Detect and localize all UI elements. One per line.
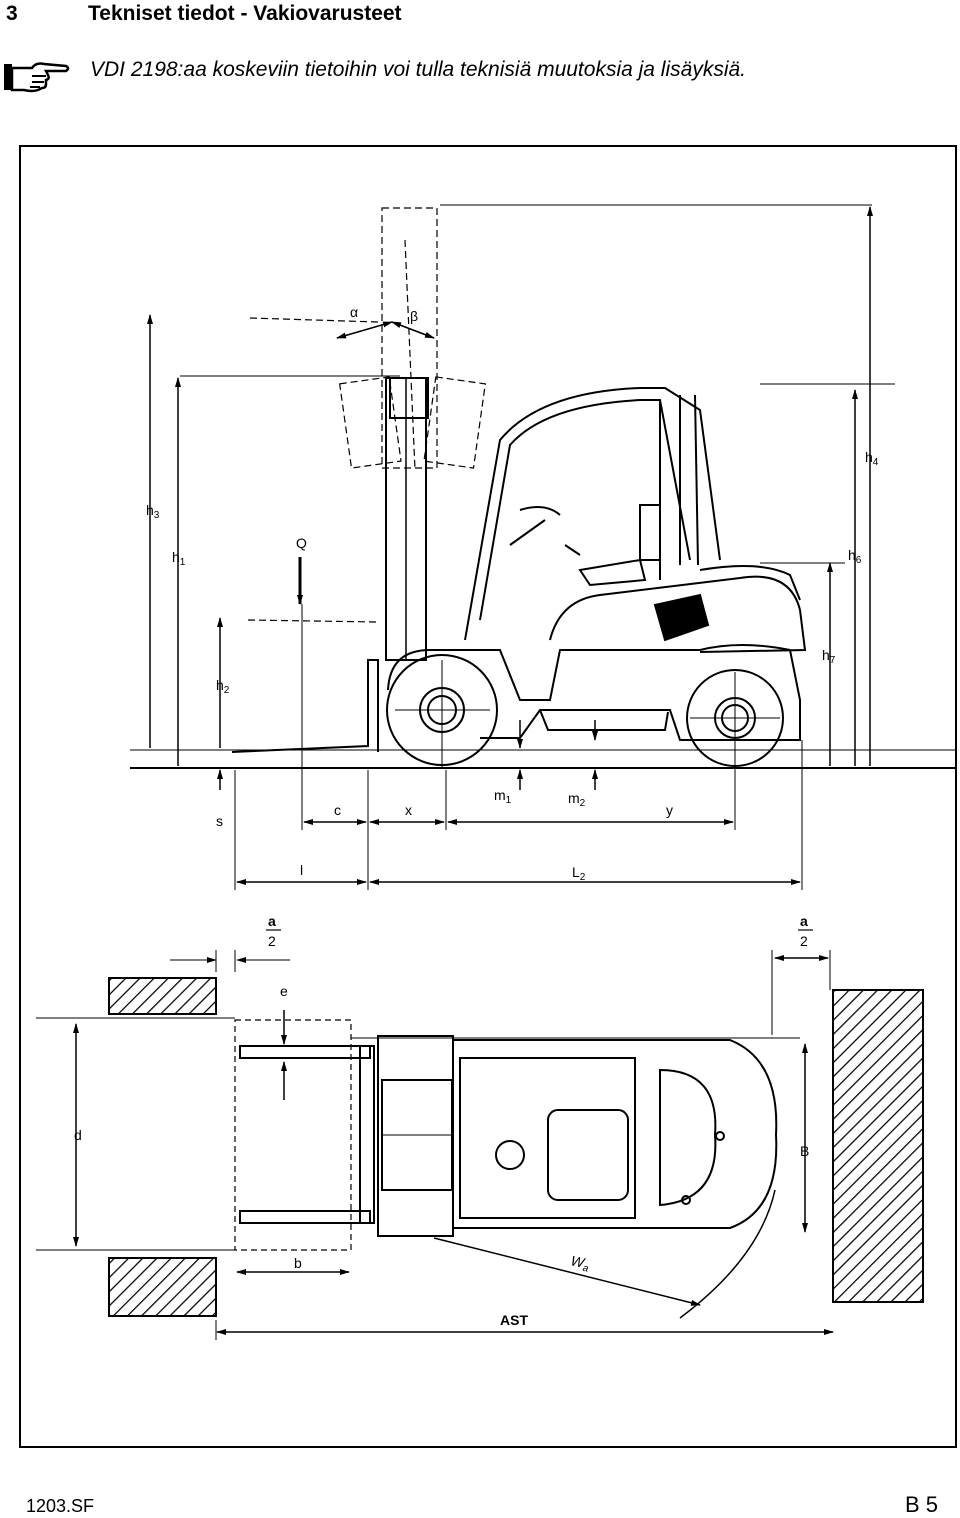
side-view-labels: h3 h1 h2 h4 h6 h7 Q α β s c x m1 m2 y l … [146,304,879,883]
label-beta: β [410,308,418,324]
label-B: B [800,1143,809,1159]
label-alpha: α [350,304,358,320]
label-q: Q [296,535,307,551]
label-L2: L2 [572,864,586,883]
side-view [130,204,955,890]
label-e: e [280,983,288,999]
fork-tines-top [239,1045,375,1224]
mast [385,377,429,661]
label-h4: h4 [865,449,879,468]
label-h3: h3 [146,502,160,521]
chassis [387,644,801,741]
label-a-half-left-num: a [268,913,276,929]
drawing-frame [19,145,957,1448]
label-c: c [334,802,341,818]
label-h6: h6 [848,547,862,566]
top-view-labels: a 2 a 2 e d b B Wa AST [74,913,813,1328]
label-a-half-left-den: 2 [268,933,276,949]
label-wa: Wa [569,1252,592,1275]
label-a-half-right-den: 2 [800,933,808,949]
pallet-bottom-left [108,1257,217,1317]
front-wheel [386,654,498,768]
label-x: x [405,802,412,818]
label-h1: h1 [172,549,186,568]
forks [231,659,379,753]
label-m2: m2 [568,790,586,809]
rear-wheel [686,669,784,830]
pallet-right [832,989,924,1303]
body-panel [549,565,807,653]
mast-tilt-ghost [247,207,487,623]
top-view [36,950,924,1340]
label-s: s [216,813,223,829]
page-number: B 5 [904,1492,938,1517]
document-code: 1203.SF [26,1496,95,1516]
pallet-top-left [108,977,217,1015]
label-ast: AST [500,1312,528,1328]
pointing-hand-icon [4,62,70,93]
label-d: d [74,1127,82,1143]
label-l: l [300,862,303,878]
page-title: Tekniset tiedot - Vakiovarusteet [88,2,402,25]
cab [464,387,721,641]
bottom-dimensions [234,740,803,890]
label-b: b [294,1255,302,1271]
label-a-half-right-num: a [800,913,808,929]
label-m1: m1 [494,787,512,806]
label-y: y [666,802,673,818]
truck-top-outline [377,1035,778,1237]
note-text: VDI 2198:aa koskeviin tietoihin voi tull… [90,58,746,81]
label-h2: h2 [216,677,230,696]
label-h7: h7 [822,647,836,666]
section-number: 3 [6,2,18,25]
